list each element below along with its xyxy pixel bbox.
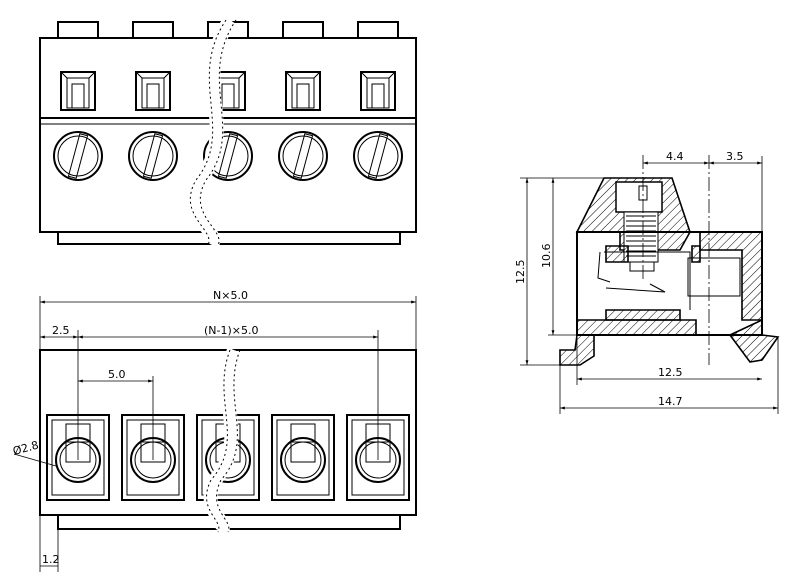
dim-pitch: 5.0	[108, 368, 126, 381]
top-pole	[278, 21, 328, 181]
screw-head-icon	[203, 131, 253, 181]
dim-edge-offset: 2.5	[52, 324, 70, 337]
dim-total-width: N×5.0	[213, 289, 248, 302]
screw-head-icon	[128, 131, 178, 181]
screw-head-icon	[278, 131, 328, 181]
dim-wire-offset: 3.5	[726, 150, 744, 163]
dim-pitch-span: (N-1)×5.0	[204, 324, 259, 337]
dim-hole-diameter: Ø2.8	[11, 439, 40, 458]
break-lines	[187, 16, 241, 536]
dim-base-depth: 12.5	[658, 366, 683, 379]
dim-screw-offset: 4.4	[666, 150, 684, 163]
dim-total-height: 12.5	[514, 260, 527, 285]
screw-head-icon	[353, 131, 403, 181]
dimensions: 4.4 3.5 12.5 10.6 12.5 14.7 N×5.0 2.5 (N…	[11, 150, 779, 572]
top-view	[39, 21, 417, 245]
dim-rail-offset: 1.2	[42, 553, 60, 566]
top-pole	[353, 21, 403, 181]
dim-total-depth: 14.7	[658, 395, 683, 408]
screw-head-icon	[53, 131, 103, 181]
wire-hole-icon	[280, 437, 326, 483]
screw-thread	[623, 211, 659, 272]
dim-body-height: 10.6	[540, 244, 553, 269]
top-pole	[128, 21, 178, 181]
wire-entry	[271, 414, 335, 501]
side-section-view	[559, 155, 780, 366]
top-pole	[53, 21, 103, 181]
